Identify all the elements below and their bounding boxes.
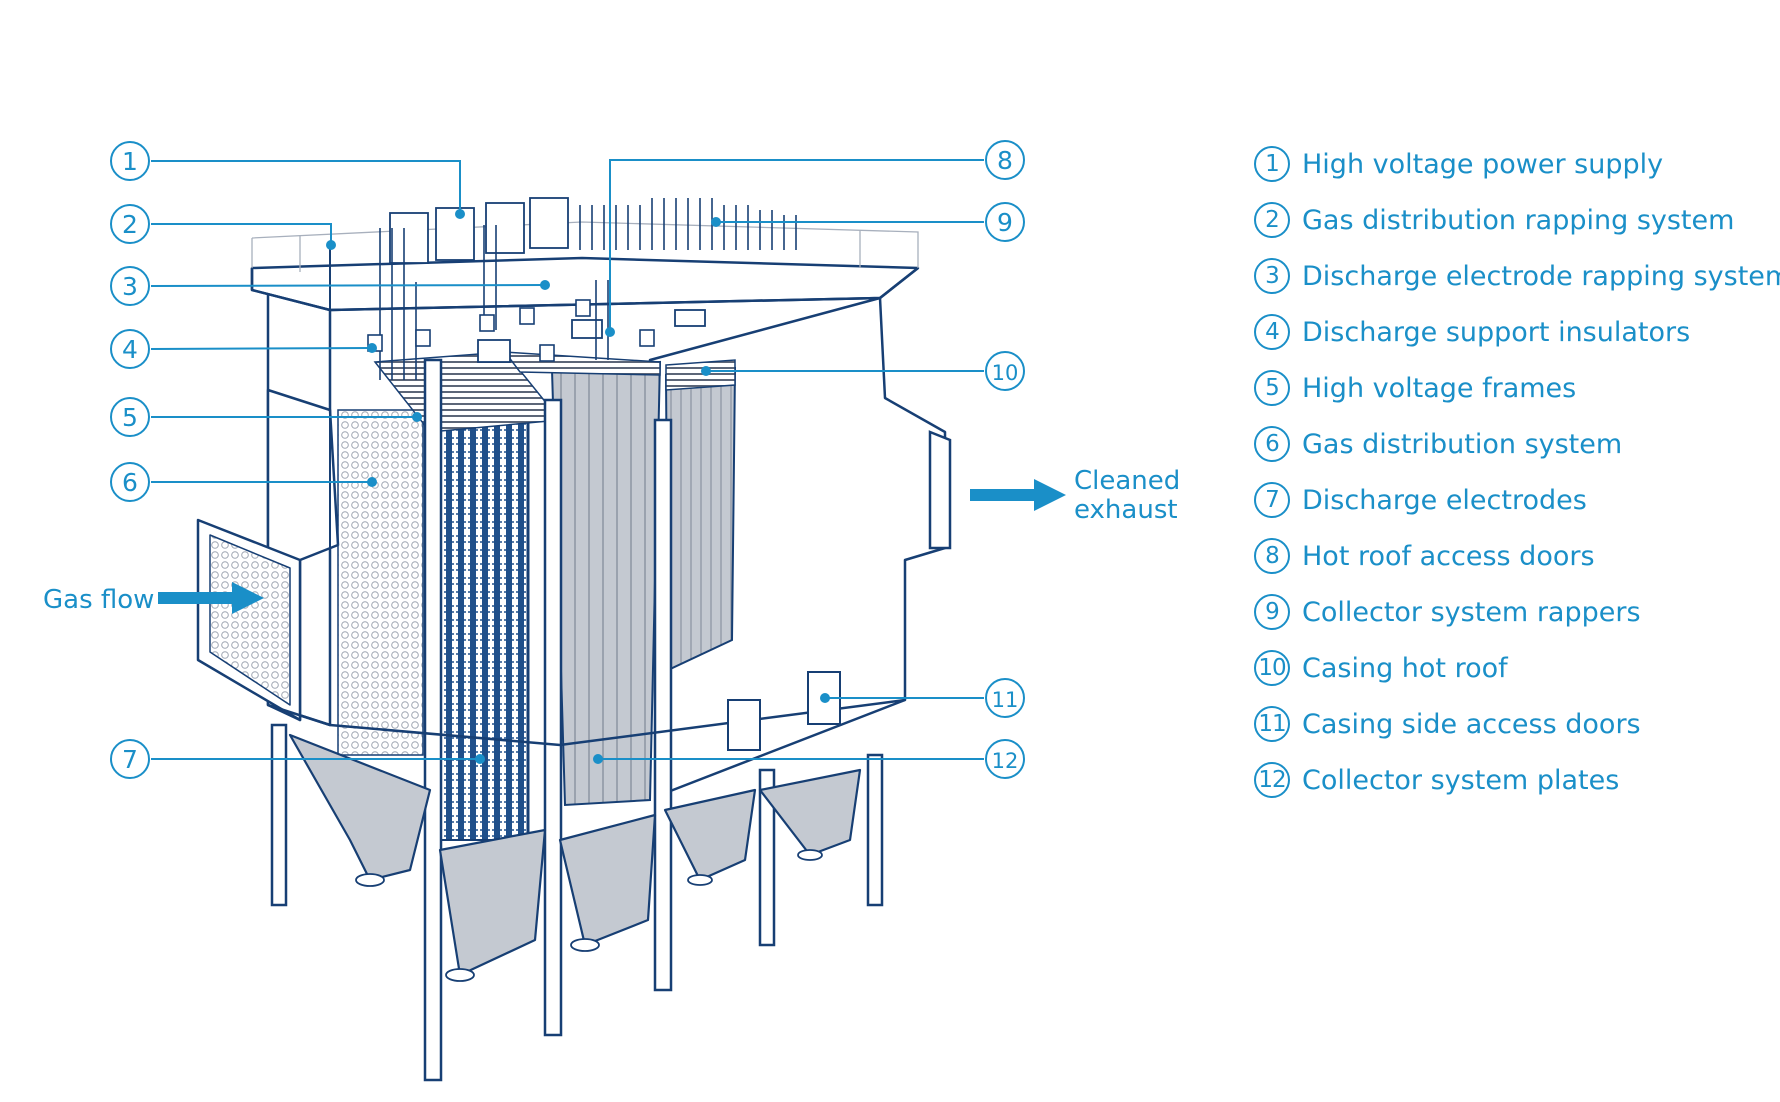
cleaned-exhaust-label-line1: Cleaned: [1074, 466, 1180, 496]
legend-label: Collector system plates: [1302, 764, 1620, 796]
svg-text:8: 8: [997, 146, 1013, 175]
cleaned-exhaust-label-line2: exhaust: [1074, 495, 1178, 525]
legend-number-badge: 10: [1254, 650, 1290, 686]
inlet-duct: [196, 518, 302, 722]
svg-text:4: 4: [122, 335, 138, 364]
gas-flow-label: Gas flow: [43, 585, 154, 615]
legend-label: High voltage power supply: [1302, 148, 1664, 180]
callout-6: 6: [110, 462, 150, 502]
callout-badges: 1 2 3 4 5 6 7 8: [110, 140, 1025, 779]
legend-label: Collector system rappers: [1302, 596, 1641, 628]
svg-text:9: 9: [997, 208, 1013, 237]
legend-label: Gas distribution rapping system: [1302, 204, 1735, 236]
legend-number-badge: 9: [1254, 594, 1290, 630]
legend-item: 3 Discharge electrode rapping system: [1254, 248, 1780, 304]
legend-number-badge: 12: [1254, 762, 1290, 798]
precipitator-illustration: 1 2 3 4 5 6 7 8: [43, 140, 1180, 1082]
callout-12: 12: [985, 739, 1025, 779]
roof-equipment: [389, 197, 706, 363]
hanger-rods: [379, 280, 609, 380]
svg-text:11: 11: [992, 688, 1019, 712]
svg-text:2: 2: [122, 210, 138, 239]
legend-item: 8 Hot roof access doors: [1254, 528, 1774, 584]
callout-3: 3: [110, 266, 150, 306]
legend-item: 12 Collector system plates: [1254, 752, 1774, 808]
callout-10: 10: [985, 351, 1025, 391]
callout-8: 8: [985, 140, 1025, 180]
legend-item: 11 Casing side access doors: [1254, 696, 1774, 752]
gas-flow-indicator: Gas flow: [43, 582, 264, 615]
legend-number-badge: 11: [1254, 706, 1290, 742]
legend-number-badge: 6: [1254, 426, 1290, 462]
callout-1: 1: [110, 141, 150, 181]
legend-label: Discharge electrodes: [1302, 484, 1587, 516]
legend-label: Discharge support insulators: [1302, 316, 1691, 348]
svg-text:5: 5: [122, 403, 138, 432]
outlet-duct: [928, 430, 952, 550]
discharge-electrodes: [436, 419, 530, 855]
rapper-rods: [379, 198, 797, 282]
gas-flow-arrow-shaft: [158, 592, 236, 604]
legend-label: Hot roof access doors: [1302, 540, 1595, 572]
svg-text:7: 7: [122, 745, 138, 774]
cleaned-exhaust-indicator: Cleaned exhaust: [970, 466, 1180, 525]
callout-11: 11: [985, 678, 1025, 718]
callout-9: 9: [985, 202, 1025, 242]
svg-text:3: 3: [122, 272, 138, 301]
legend-number-badge: 7: [1254, 482, 1290, 518]
legend-number-badge: 1: [1254, 146, 1290, 182]
legend-number-badge: 8: [1254, 538, 1290, 574]
legend-number-badge: 2: [1254, 202, 1290, 238]
legend-label: Casing side access doors: [1302, 708, 1641, 740]
callout-5: 5: [110, 397, 150, 437]
svg-text:1: 1: [122, 147, 138, 176]
legend-item: 2 Gas distribution rapping system: [1254, 192, 1774, 248]
collector-plates: [503, 351, 737, 807]
hoppers: [288, 733, 862, 977]
legend-item: 6 Gas distribution system: [1254, 416, 1774, 472]
legend-label: High voltage frames: [1302, 372, 1577, 404]
legend-item: 4 Discharge support insulators: [1254, 304, 1774, 360]
exhaust-arrow-shaft: [970, 489, 1038, 501]
svg-text:10: 10: [992, 361, 1019, 385]
svg-text:12: 12: [992, 749, 1019, 773]
callout-7: 7: [110, 739, 150, 779]
exhaust-arrow-head: [1034, 479, 1066, 511]
legend-item: 10 Casing hot roof: [1254, 640, 1774, 696]
legend-label: Casing hot roof: [1302, 652, 1508, 684]
legend-item: 1 High voltage power supply: [1254, 136, 1774, 192]
legend-number-badge: 3: [1254, 258, 1290, 294]
hopper-outlets: [355, 849, 823, 982]
callout-leaders: [150, 159, 984, 760]
support-columns: [270, 358, 884, 1082]
support-insulators: [367, 299, 655, 362]
legend-number-badge: 4: [1254, 314, 1290, 350]
svg-text:6: 6: [122, 468, 138, 497]
callout-4: 4: [110, 329, 150, 369]
gas-flow-arrow-head: [232, 582, 264, 614]
callout-dots: [326, 209, 830, 764]
legend-item: 7 Discharge electrodes: [1254, 472, 1774, 528]
legend-label: Gas distribution system: [1302, 428, 1623, 460]
legend-item: 9 Collector system rappers: [1254, 584, 1774, 640]
gas-distribution-screen: [337, 409, 424, 756]
callout-2: 2: [110, 204, 150, 244]
legend-number-badge: 5: [1254, 370, 1290, 406]
legend-item: 5 High voltage frames: [1254, 360, 1774, 416]
legend-label: Discharge electrode rapping system: [1302, 260, 1780, 292]
